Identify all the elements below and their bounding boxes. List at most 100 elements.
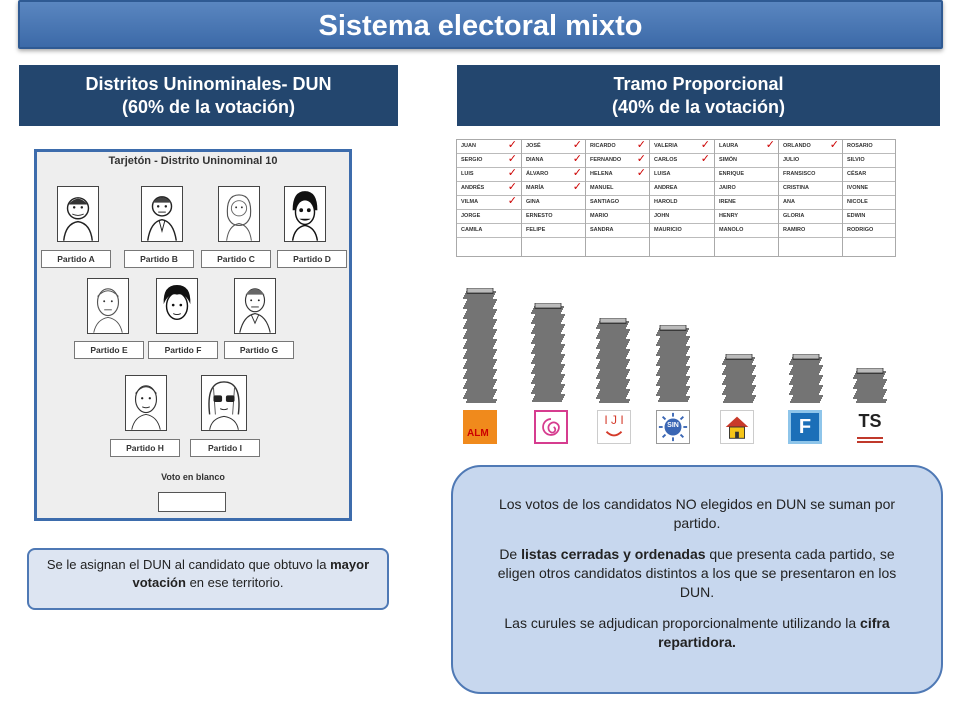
sin-logo-icon: SIN bbox=[656, 410, 690, 444]
candidate-name: MARÍA bbox=[526, 185, 545, 191]
dun-note-bold: mayor votación bbox=[132, 557, 370, 590]
candidate-name: SIMÓN bbox=[719, 157, 738, 163]
list-item: FELIPE bbox=[522, 224, 586, 238]
candidate-name: CRISTINA bbox=[783, 185, 809, 191]
proportional-header: Tramo Proporcional (40% de la votación) bbox=[457, 65, 940, 126]
list-item: EDWIN bbox=[843, 210, 895, 224]
list-item: ROSARIO bbox=[843, 140, 895, 154]
dun-header-line1: Distritos Uninominales- DUN bbox=[85, 74, 332, 94]
prop-note-p1: Los votos de los candidatos NO elegidos … bbox=[498, 496, 896, 531]
vote-stack-1-icon bbox=[463, 288, 497, 403]
list-item: JOHN bbox=[650, 210, 714, 224]
candidate-name: SANDRA bbox=[590, 227, 614, 233]
page-title: Sistema electoral mixto bbox=[18, 0, 943, 49]
list-item: CRISTINA bbox=[779, 182, 843, 196]
ts-logo-underline bbox=[857, 437, 883, 439]
candidate-name: LUISA bbox=[654, 171, 671, 177]
candidate-name: VILMA bbox=[461, 199, 479, 205]
candidate-i-portrait-icon bbox=[201, 375, 247, 431]
dun-header: Distritos Uninominales- DUN (60% de la v… bbox=[19, 65, 398, 126]
party-e-label: Partido E bbox=[74, 341, 144, 359]
list-item: CARLOS✓ bbox=[650, 154, 714, 168]
alm-logo-icon: ALM bbox=[463, 410, 497, 444]
dun-note-text: Se le asignan el DUN al candidato que ob… bbox=[46, 557, 331, 572]
candidate-name: EDWIN bbox=[847, 213, 866, 219]
list-item: HELENA✓ bbox=[586, 168, 650, 182]
candidate-name: RAMIRO bbox=[783, 227, 806, 233]
candidate-name: SANTIAGO bbox=[590, 199, 620, 205]
list-item: JUAN✓ bbox=[457, 140, 521, 154]
candidate-name: GLORIA bbox=[783, 213, 805, 219]
list-item: ERNESTO bbox=[522, 210, 586, 224]
candidate-name: MANUEL bbox=[590, 185, 614, 191]
party-f-label: Partido F bbox=[148, 341, 218, 359]
check-mark-icon: ✓ bbox=[636, 168, 646, 179]
list-item: MARIO bbox=[586, 210, 650, 224]
candidate-f-portrait-icon bbox=[156, 278, 198, 334]
list-item: MANUEL bbox=[586, 182, 650, 196]
list-item: HENRY bbox=[715, 210, 779, 224]
list-item: CAMILA bbox=[457, 224, 521, 238]
candidate-name: FELIPE bbox=[526, 227, 546, 233]
party-c-label: Partido C bbox=[201, 250, 271, 268]
list-item: IVONNE bbox=[843, 182, 895, 196]
prop-note-p2-pre: De bbox=[499, 546, 522, 562]
candidate-d-portrait-icon bbox=[284, 186, 326, 242]
candidate-name: JOSÉ bbox=[526, 143, 541, 149]
candidate-name: ORLANDO bbox=[783, 143, 811, 149]
blank-vote-box[interactable] bbox=[158, 492, 226, 512]
vote-stack-3-icon bbox=[596, 318, 630, 403]
spiral-logo-icon bbox=[534, 410, 568, 444]
proportional-header-line1: Tramo Proporcional bbox=[613, 74, 784, 94]
list-item: RODRIGO bbox=[843, 224, 895, 238]
check-mark-icon: ✓ bbox=[507, 168, 517, 179]
check-mark-icon: ✓ bbox=[636, 140, 646, 151]
candidate-name: LUIS bbox=[461, 171, 474, 177]
list-item: DIANA✓ bbox=[522, 154, 586, 168]
list-item: MARÍA✓ bbox=[522, 182, 586, 196]
candidate-b-portrait-icon bbox=[141, 186, 183, 242]
candidate-name: HENRY bbox=[719, 213, 739, 219]
candidate-name: ANDREA bbox=[654, 185, 678, 191]
list-item: JOSÉ ✓ bbox=[522, 140, 586, 154]
candidate-name: JAIRO bbox=[719, 185, 736, 191]
check-mark-icon: ✓ bbox=[572, 140, 582, 151]
list-item: GLORIA bbox=[779, 210, 843, 224]
ts-logo-icon: TS bbox=[853, 410, 887, 444]
dun-note-tail: en ese territorio. bbox=[185, 575, 284, 590]
prop-note-p3: Las curules se adjudican proporcionalmen… bbox=[479, 614, 915, 652]
candidate-name: JUAN bbox=[461, 143, 476, 149]
f-logo-icon: F bbox=[788, 410, 822, 444]
list-item: SANDRA bbox=[586, 224, 650, 238]
candidate-name: JOHN bbox=[654, 213, 670, 219]
dun-header-line2: (60% de la votación) bbox=[121, 97, 296, 117]
list-item: LUIS ✓ bbox=[457, 168, 521, 182]
list-item: ÁLVARO✓ bbox=[522, 168, 586, 182]
ballot-card: Tarjetón - Distrito Uninominal 10 Partid… bbox=[34, 149, 352, 521]
list-item: ANDRÉS✓ bbox=[457, 182, 521, 196]
candidate-name: JULIO bbox=[783, 157, 800, 163]
vote-stack-7-icon bbox=[853, 368, 887, 403]
prop-note-p2-post: que presenta cada partido, se eligen otr… bbox=[497, 546, 897, 600]
party-a-label: Partido A bbox=[41, 250, 111, 268]
candidate-g-portrait-icon bbox=[234, 278, 276, 334]
check-mark-icon: ✓ bbox=[636, 154, 646, 165]
candidate-name: NICOLE bbox=[847, 199, 868, 205]
ts-logo-underline-2 bbox=[857, 441, 883, 443]
list-item: IRENE bbox=[715, 196, 779, 210]
prop-note-p2-bold: listas cerradas y ordenadas bbox=[521, 546, 706, 562]
candidate-name: ÁLVARO bbox=[526, 171, 549, 177]
list-item: LUISA bbox=[650, 168, 714, 182]
candidate-name: CÉSAR bbox=[847, 171, 867, 177]
list-item: FERNANDO✓ bbox=[586, 154, 650, 168]
list-item: MANOLO bbox=[715, 224, 779, 238]
candidate-c-portrait-icon bbox=[218, 186, 260, 242]
candidate-name: HAROLD bbox=[654, 199, 678, 205]
candidate-name: LAURA bbox=[719, 143, 739, 149]
list-item: HAROLD bbox=[650, 196, 714, 210]
candidate-name: IVONNE bbox=[847, 185, 869, 191]
